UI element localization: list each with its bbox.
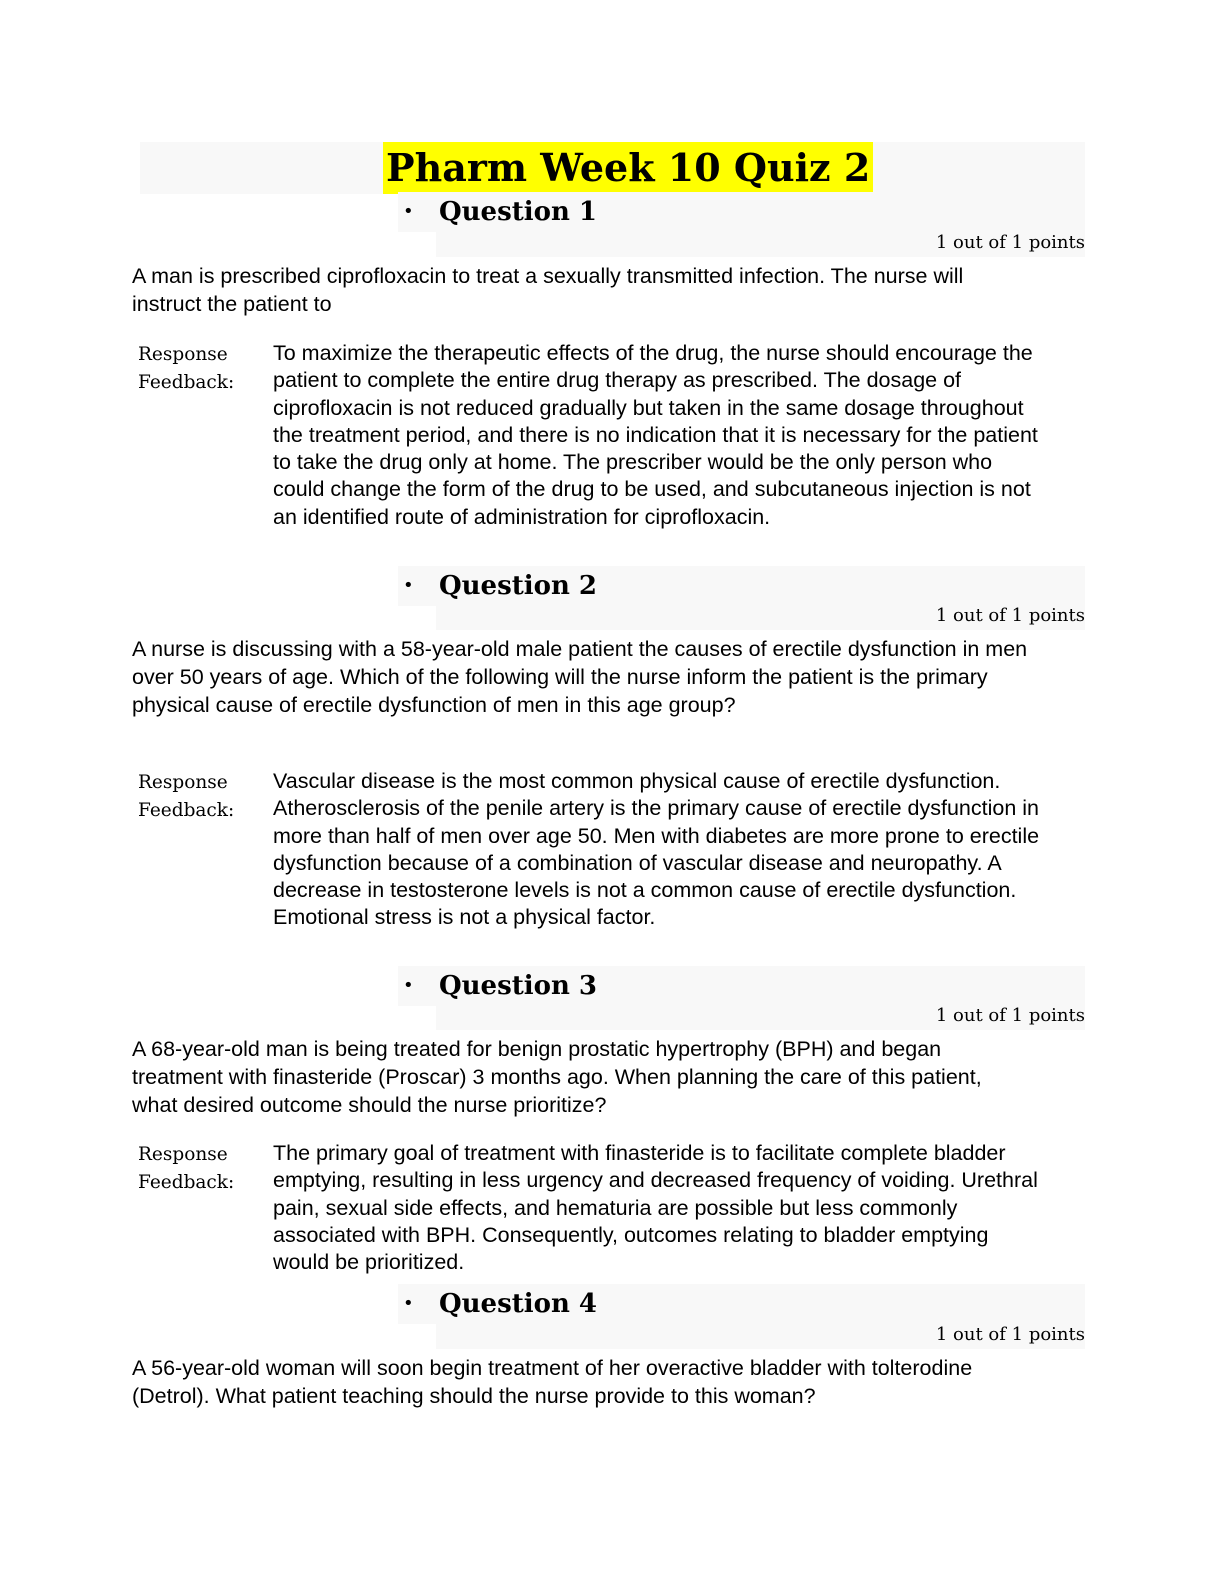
question-label: Question 3	[439, 971, 598, 1001]
response-label-line: Response	[138, 772, 228, 793]
response-label-line: Response	[138, 1144, 228, 1165]
feedback-label-line: Feedback:	[138, 372, 235, 393]
feedback-label-line: Feedback:	[138, 800, 235, 821]
points-score: 1 out of 1 points	[935, 1005, 1085, 1026]
response-feedback-label: Response Feedback:	[138, 769, 268, 825]
page-title: Pharm Week 10 Quiz 2	[383, 142, 874, 194]
bullet-icon: •	[403, 975, 414, 996]
question-1-header: • Question 1	[398, 192, 1085, 232]
question-label: Question 4	[439, 1289, 598, 1319]
question-3-points-row: 1 out of 1 points	[436, 1001, 1085, 1030]
feedback-label-line: Feedback:	[138, 1172, 235, 1193]
response-feedback-label: Response Feedback:	[138, 341, 268, 397]
bullet-icon: •	[403, 575, 414, 596]
question-4-text: A 56-year-old woman will soon begin trea…	[132, 1356, 973, 1408]
response-feedback-label: Response Feedback:	[138, 1141, 268, 1197]
question-4-header: • Question 4	[398, 1284, 1085, 1324]
bullet-icon: •	[403, 1293, 414, 1314]
question-label: Question 2	[439, 571, 598, 601]
question-3-text: A 68-year-old man is being treated for b…	[132, 1037, 982, 1117]
question-2-feedback: Vascular disease is the most common phys…	[273, 769, 1040, 930]
question-2-text: A nurse is discussing with a 58-year-old…	[132, 637, 1028, 717]
question-4-points-row: 1 out of 1 points	[436, 1320, 1085, 1349]
question-3-header: • Question 3	[398, 966, 1085, 1006]
question-1-points-row: 1 out of 1 points	[436, 228, 1085, 257]
response-label-line: Response	[138, 344, 228, 365]
question-1-feedback: To maximize the therapeutic effects of t…	[273, 341, 1038, 529]
question-2-points-row: 1 out of 1 points	[436, 601, 1085, 630]
points-score: 1 out of 1 points	[935, 605, 1085, 626]
question-label: Question 1	[439, 197, 598, 227]
points-score: 1 out of 1 points	[935, 1324, 1085, 1345]
points-score: 1 out of 1 points	[935, 232, 1085, 253]
question-1-text: A man is prescribed ciprofloxacin to tre…	[132, 264, 964, 316]
bullet-icon: •	[403, 201, 414, 222]
question-2-header: • Question 2	[398, 566, 1085, 606]
question-3-feedback: The primary goal of treatment with finas…	[273, 1141, 1038, 1275]
